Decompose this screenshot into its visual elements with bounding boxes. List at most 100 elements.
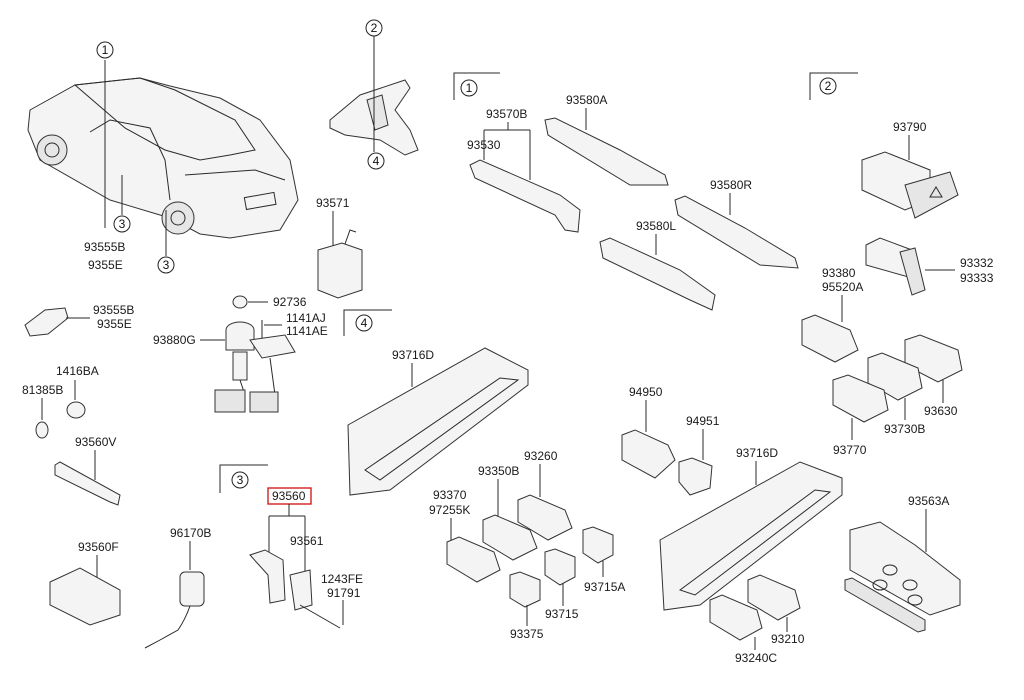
svg-text:2: 2 [371, 21, 378, 35]
section-callout-4[interactable]: 4 [355, 314, 373, 332]
part-label-1243FE[interactable]: 1243FE [321, 572, 363, 586]
part-label-93570B[interactable]: 93570B [486, 107, 527, 121]
part-93880G-assembly[interactable] [214, 321, 296, 413]
part-93571-module[interactable] [317, 242, 363, 299]
part-label-93730B[interactable]: 93730B [884, 422, 925, 436]
part-93716D-bezel-right[interactable] [659, 461, 843, 611]
part-93370-switch[interactable] [446, 536, 501, 583]
part-door-lamp[interactable] [24, 307, 69, 337]
part-93580A-switch[interactable] [544, 117, 669, 186]
part-93561-cap[interactable] [289, 569, 313, 611]
part-93770-switch[interactable] [832, 374, 889, 423]
part-label-94951[interactable]: 94951 [686, 414, 720, 428]
callout-4-dash[interactable]: 4 [367, 152, 385, 170]
part-93260-switch[interactable] [517, 494, 573, 541]
part-label-93210[interactable]: 93210 [771, 632, 805, 646]
part-94950-switch[interactable] [621, 429, 676, 479]
part-label-95520A[interactable]: 95520A [822, 280, 863, 294]
part-93580R-switch[interactable] [674, 195, 799, 269]
part-93375-switch[interactable] [509, 571, 541, 608]
part-93563A-bracket[interactable] [844, 521, 961, 633]
part-1416BA-grommet[interactable] [66, 401, 86, 419]
part-label-93555B-lamp[interactable]: 93555B [93, 303, 134, 317]
part-label-93240C[interactable]: 93240C [735, 651, 777, 665]
callout-2-dash[interactable]: 2 [365, 19, 383, 37]
part-92736-cap[interactable] [232, 295, 248, 309]
part-label-1141AJ[interactable]: 1141AJ [286, 311, 326, 325]
part-93715-switch[interactable] [544, 548, 576, 586]
part-label-93260[interactable]: 93260 [524, 449, 558, 463]
part-label-93580L[interactable]: 93580L [636, 219, 676, 233]
part-label-93370[interactable]: 93370 [433, 488, 467, 502]
svg-text:3: 3 [237, 473, 244, 487]
section-callout-3[interactable]: 3 [231, 471, 249, 489]
part-label-93580A[interactable]: 93580A [566, 93, 607, 107]
part-93716D-bezel-left[interactable] [347, 347, 529, 496]
part-label-93380[interactable]: 93380 [822, 266, 856, 280]
part-label-92736[interactable]: 92736 [273, 295, 307, 309]
part-label-93555B[interactable]: 93555B [84, 240, 125, 254]
callout-3-door[interactable]: 3 [113, 215, 131, 233]
part-96170B-microphone[interactable] [179, 571, 205, 607]
part-93350B-switch[interactable] [482, 514, 538, 561]
section-callout-2[interactable]: 2 [819, 77, 837, 95]
part-label-93561[interactable]: 93561 [290, 534, 324, 548]
part-label-81385B[interactable]: 81385B [22, 383, 63, 397]
part-label-93560V[interactable]: 93560V [75, 435, 116, 449]
part-label-93716D-left[interactable]: 93716D [392, 348, 434, 362]
part-label-9355E[interactable]: 9355E [88, 258, 123, 272]
part-93380-switch[interactable] [801, 314, 859, 363]
svg-text:3: 3 [119, 217, 126, 231]
part-label-93880G[interactable]: 93880G [153, 333, 196, 347]
part-label-94950[interactable]: 94950 [629, 385, 663, 399]
section-callout-1[interactable]: 1 [460, 79, 478, 97]
part-93560V-bracket[interactable] [54, 461, 121, 506]
part-label-96170B[interactable]: 96170B [170, 526, 211, 540]
part-label-93790[interactable]: 93790 [893, 120, 927, 134]
part-label-93560F[interactable]: 93560F [78, 540, 119, 554]
part-label-93715[interactable]: 93715 [545, 607, 579, 621]
part-93210-switch[interactable] [747, 574, 801, 621]
svg-text:4: 4 [361, 316, 368, 330]
part-label-9355E-lamp[interactable]: 9355E [97, 317, 132, 331]
part-label-1141AE[interactable]: 1141AE [286, 324, 328, 338]
section-bracket-4 [343, 309, 392, 336]
svg-text:3: 3 [163, 258, 170, 272]
part-label-91791[interactable]: 91791 [327, 586, 361, 600]
part-label-93571[interactable]: 93571 [316, 196, 350, 210]
part-label-93350B[interactable]: 93350B [478, 464, 519, 478]
part-label-93332[interactable]: 93332 [960, 256, 994, 270]
part-label-93530[interactable]: 93530 [467, 138, 501, 152]
part-93332-switch[interactable] [865, 237, 926, 296]
callout-1-car[interactable]: 1 [96, 41, 114, 59]
svg-text:1: 1 [102, 43, 109, 57]
part-label-93375[interactable]: 93375 [510, 627, 544, 641]
part-label-93630[interactable]: 93630 [924, 404, 958, 418]
part-94951-switch[interactable] [678, 457, 713, 496]
part-label-93770[interactable]: 93770 [833, 443, 867, 457]
part-93570B-master-switch[interactable] [469, 159, 581, 233]
vehicle-illustration [27, 77, 299, 239]
part-label-93580R[interactable]: 93580R [710, 178, 752, 192]
svg-text:1: 1 [466, 81, 473, 95]
part-81385B-ring[interactable] [35, 421, 49, 439]
part-93560-switch[interactable] [249, 549, 286, 604]
callout-3-wheel[interactable]: 3 [157, 256, 175, 274]
part-label-93333[interactable]: 93333 [960, 271, 994, 285]
part-93560F-box[interactable] [49, 567, 121, 626]
part-label-93563A[interactable]: 93563A [908, 494, 949, 508]
part-label-93715A[interactable]: 93715A [584, 580, 625, 594]
part-93240C-switch[interactable] [709, 594, 763, 641]
part-screw-91791 [299, 604, 341, 629]
part-label-93716D-right[interactable]: 93716D [736, 446, 778, 460]
part-93580L-switch[interactable] [599, 237, 716, 311]
svg-text:2: 2 [825, 79, 832, 93]
part-93790-hazard-switch[interactable] [861, 151, 959, 219]
part-label-93560[interactable]: 93560 [272, 489, 306, 503]
part-label-1416BA[interactable]: 1416BA [56, 364, 99, 378]
part-93715A-switch[interactable] [582, 526, 614, 564]
part-label-97255K[interactable]: 97255K [429, 503, 470, 517]
section-bracket-3 [219, 464, 268, 493]
section-bracket-1 [453, 72, 500, 100]
